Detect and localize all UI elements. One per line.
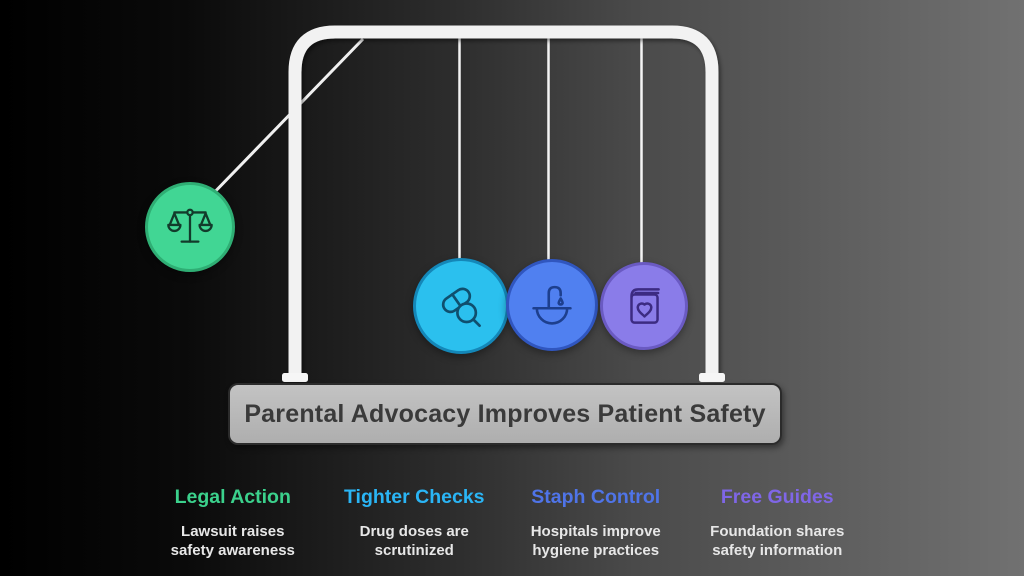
pill-magnifier-icon <box>441 287 481 328</box>
pendulum-ball-guides <box>600 262 688 350</box>
cradle-frame <box>288 25 719 378</box>
title-banner: Parental Advocacy Improves Patient Safet… <box>228 383 782 445</box>
column-heading: Tighter Checks <box>343 486 485 508</box>
column-description: Hospitals improve hygiene practices <box>505 522 687 560</box>
column-heading: Legal Action <box>174 486 291 508</box>
column-description: Drug doses are scrutinized <box>324 522 506 560</box>
pendulum-ball-legal <box>145 182 235 272</box>
description-line: scrutinized <box>374 542 454 559</box>
column-heading: Free Guides <box>720 486 834 508</box>
description-line: safety awareness <box>170 542 295 559</box>
description-line: safety information <box>712 542 843 559</box>
description-line: Lawsuit raises <box>181 523 285 540</box>
description-line: Foundation shares <box>710 523 845 540</box>
column-free-guides: Free Guides Foundation shares safety inf… <box>687 486 869 560</box>
swung-pendulum-string <box>203 37 365 204</box>
frame-foot-right <box>699 373 725 382</box>
frame-foot-left <box>282 373 308 382</box>
title-banner-text: Parental Advocacy Improves Patient Safet… <box>244 399 766 428</box>
description-line: hygiene practices <box>532 542 660 559</box>
sink-faucet-icon <box>532 285 572 325</box>
column-tighter-checks: Tighter Checks Drug doses are scrutinize… <box>324 486 506 560</box>
pendulum-ball-staph <box>506 259 598 351</box>
book-heart-icon <box>630 288 660 324</box>
column-heading: Staph Control <box>531 486 661 508</box>
legend-columns: Legal Action Lawsuit raises safety aware… <box>142 486 868 560</box>
column-staph-control: Staph Control Hospitals improve hygiene … <box>505 486 687 560</box>
column-description: Foundation shares safety information <box>687 522 869 560</box>
column-description: Lawsuit raises safety awareness <box>142 522 324 560</box>
column-legal-action: Legal Action Lawsuit raises safety aware… <box>142 486 324 560</box>
scales-icon <box>167 208 213 243</box>
pendulum-ball-checks <box>413 258 509 354</box>
description-line: Hospitals improve <box>530 523 661 540</box>
description-line: Drug doses are <box>359 523 469 540</box>
